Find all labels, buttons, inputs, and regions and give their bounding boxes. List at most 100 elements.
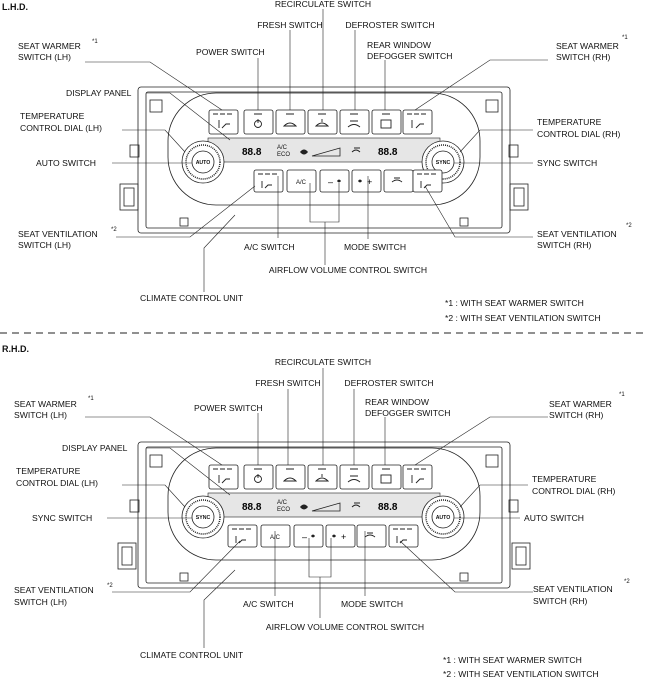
fresh-button[interactable]	[275, 109, 306, 135]
ac-button-text: A/C	[296, 180, 307, 186]
bottom-button-icons: A/C – +	[232, 528, 412, 544]
seat-vent-lh-button[interactable]	[253, 169, 284, 193]
climate-control-unit-drawing	[117, 441, 531, 589]
rear-defogger-button[interactable]	[371, 109, 402, 135]
recirculate-button[interactable]	[307, 109, 338, 135]
label-seat-warmer-rh-2: SWITCH (RH)	[556, 52, 611, 62]
seat-warmer-lh-button[interactable]	[208, 109, 239, 135]
label-display-panel: DISPLAY PANEL	[62, 443, 128, 453]
top-button-row	[208, 109, 433, 135]
display-ac-text: A/C	[277, 500, 288, 506]
footnote-mark: *1	[622, 35, 628, 41]
dial-center-button[interactable]	[431, 505, 455, 529]
defroster-button[interactable]	[339, 109, 370, 135]
seat-vent-lh-button[interactable]	[227, 524, 258, 548]
footnote-2: *2 : WITH SEAT VENTILATION SWITCH	[443, 669, 599, 679]
mode-button[interactable]	[356, 524, 387, 548]
label-right-dial-switch: SYNC SWITCH	[537, 158, 597, 168]
label-rear-window-1: REAR WINDOW	[367, 40, 432, 50]
label-seat-warmer-lh-2: SWITCH (LH)	[18, 52, 71, 62]
label-seat-vent-rh-2: SWITCH (RH)	[537, 240, 592, 250]
seat-heat-rh-icon	[407, 113, 426, 129]
seat-vent-rh-button[interactable]	[412, 169, 443, 193]
unit-face	[167, 447, 481, 561]
recirculate-button[interactable]	[307, 464, 338, 490]
section-header: R.H.D.	[2, 344, 29, 354]
bottom-button-row	[227, 524, 419, 548]
temperature-dial-lh[interactable]: AUTO	[181, 140, 225, 184]
ac-button-text: A/C	[270, 535, 281, 541]
recirculate-icon	[314, 474, 330, 482]
mode-button[interactable]	[383, 169, 414, 193]
label-seat-warmer-rh-1: SEAT WARMER	[556, 41, 619, 51]
leader-display-panel	[146, 92, 231, 141]
right-mount	[509, 183, 529, 211]
display-temp-right: 88.8	[378, 502, 398, 513]
label-left-dial-switch: SYNC SWITCH	[32, 513, 92, 523]
label-seat-vent-lh-2: SWITCH (LH)	[14, 597, 67, 607]
footnote-mark: *2	[624, 579, 630, 585]
left-clip	[129, 499, 140, 513]
right-mount-inner	[515, 546, 527, 566]
leader-seat-warmer-lh	[85, 61, 223, 111]
rear-defogger-button[interactable]	[371, 464, 402, 490]
mode-icon	[364, 532, 376, 538]
label-power: POWER SWITCH	[196, 47, 265, 57]
dial-center-text: SYNC	[436, 160, 451, 166]
label-power: POWER SWITCH	[194, 403, 263, 413]
climate-control-unit-drawing	[119, 86, 529, 234]
seat-warmer-rh-button[interactable]	[402, 464, 433, 490]
ac-button[interactable]	[286, 169, 317, 193]
dial-center-button[interactable]	[431, 150, 455, 174]
callout-labels: RECIRCULATE SWITCH FRESH SWITCH DEFROSTE…	[18, 0, 632, 323]
leader-display-panel	[146, 447, 231, 496]
power-button[interactable]	[243, 464, 274, 490]
fresh-button[interactable]	[275, 464, 306, 490]
display-panel: 88.8 A/C ECO 88.8	[207, 137, 441, 163]
fan-down-button[interactable]	[293, 524, 324, 548]
fan-small-icon	[337, 179, 341, 183]
right-mount-inner	[513, 187, 525, 207]
defroster-button[interactable]	[339, 464, 370, 490]
seat-warmer-rh-button[interactable]	[402, 109, 433, 135]
fan-up-button[interactable]	[325, 524, 356, 548]
fan-large-icon	[358, 179, 362, 183]
leader-lines	[85, 368, 548, 648]
label-rear-window-1: REAR WINDOW	[365, 397, 430, 407]
unit-inner-panel	[145, 91, 503, 229]
label-seat-warmer-rh-1: SEAT WARMER	[549, 399, 612, 409]
fan-down-button[interactable]	[319, 169, 350, 193]
right-tab	[485, 99, 499, 113]
label-temp-dial-rh-2: CONTROL DIAL (RH)	[537, 129, 621, 139]
right-mount	[511, 542, 531, 570]
leader-temp-dial-lh	[122, 129, 186, 153]
dial-knurl	[185, 144, 221, 180]
right-tab	[485, 454, 499, 468]
seat-vent-rh-button[interactable]	[388, 524, 419, 548]
leader-seat-vent-rh	[424, 185, 533, 238]
left-tab	[149, 454, 163, 468]
mode-display-icon	[351, 502, 361, 508]
dial-center-button[interactable]	[191, 505, 215, 529]
fan-up-button[interactable]	[351, 169, 382, 193]
dial-center-button[interactable]	[191, 150, 215, 174]
label-temp-dial-rh-1: TEMPERATURE	[537, 117, 602, 127]
label-defroster: DEFROSTER SWITCH	[344, 378, 433, 388]
right-clip	[508, 144, 519, 158]
temperature-dial-lh[interactable]: SYNC	[181, 495, 225, 539]
label-seat-vent-rh-2: SWITCH (RH)	[533, 596, 588, 606]
seat-warmer-lh-button[interactable]	[208, 464, 239, 490]
right-clip	[508, 499, 519, 513]
label-mode: MODE SWITCH	[344, 242, 406, 252]
label-seat-vent-rh-1: SEAT VENTILATION	[537, 229, 617, 239]
power-button[interactable]	[243, 109, 274, 135]
ac-button[interactable]	[260, 524, 291, 548]
display-screen	[207, 137, 441, 163]
leader-lines	[85, 9, 548, 292]
display-screen	[207, 492, 441, 518]
temperature-dial-rh[interactable]: AUTO	[421, 495, 465, 539]
label-temp-dial-lh-2: CONTROL DIAL (LH)	[16, 478, 98, 488]
label-mode: MODE SWITCH	[341, 599, 403, 609]
seat-vent-icon	[258, 173, 277, 189]
